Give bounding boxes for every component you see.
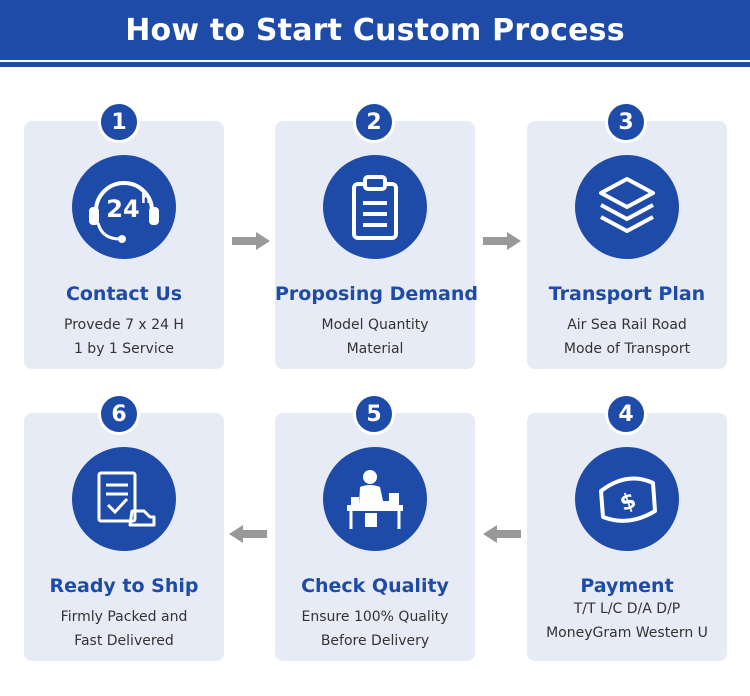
- step-line-2: 1 by 1 Service: [73, 341, 175, 357]
- page-title: How to Start Custom Process: [125, 12, 625, 48]
- step-title: Payment: [580, 575, 674, 597]
- arrow-left-icon: [483, 525, 521, 543]
- step-title: Transport Plan: [548, 283, 706, 305]
- headset-24h-icon: 24 h: [72, 155, 176, 259]
- step-line-2: Before Delivery: [320, 633, 430, 649]
- money-bill-icon: $: [575, 447, 679, 551]
- step-line-1: Ensure 100% Quality: [301, 609, 449, 625]
- step-title: Proposing Demand: [275, 283, 478, 305]
- step-number-badge-4: 4: [605, 393, 647, 435]
- shipping-document-icon: [72, 447, 176, 551]
- step-title: Contact Us: [65, 283, 183, 305]
- step-card-3: Transport Plan Air Sea Rail Road Mode of…: [527, 121, 727, 369]
- svg-text:$: $: [617, 488, 640, 517]
- step-line-2: MoneyGram Western U: [546, 625, 708, 641]
- step-line-2: Fast Delivered: [74, 633, 174, 649]
- header-banner: How to Start Custom Process: [0, 0, 750, 60]
- step-line-1: Firmly Packed and: [60, 609, 188, 625]
- layers-icon: [575, 155, 679, 259]
- step-line-1: Provede 7 x 24 H: [64, 317, 184, 333]
- step-number-badge-6: 6: [98, 393, 140, 435]
- step-title: Ready to Ship: [49, 575, 199, 597]
- step-number-badge-2: 2: [353, 101, 395, 143]
- step-number-badge-1: 1: [98, 101, 140, 143]
- step-card-1: 24 h Contact Us Provede 7 x 24 H 1 by 1 …: [24, 121, 224, 369]
- step-card-2: Proposing Demand Model Quantity Material: [275, 121, 478, 369]
- step-line-2: Material: [346, 341, 404, 357]
- step-card-6: Ready to Ship Firmly Packed and Fast Del…: [24, 413, 224, 661]
- icon-h-text: h: [141, 191, 151, 207]
- arrow-left-icon: [229, 525, 267, 543]
- arrow-right-icon: [483, 232, 521, 250]
- step-title: Check Quality: [301, 575, 449, 597]
- clipboard-icon: [323, 155, 427, 259]
- step-number-badge-5: 5: [353, 393, 395, 435]
- step-line-1: Model Quantity: [321, 317, 429, 333]
- step-number-badge-3: 3: [605, 101, 647, 143]
- step-line-1: Air Sea Rail Road: [567, 317, 687, 333]
- header-divider: [0, 62, 750, 67]
- arrow-right-icon: [232, 232, 270, 250]
- step-card-5: Check Quality Ensure 100% Quality Before…: [275, 413, 475, 661]
- step-card-4: $ Payment T/T L/C D/A D/P MoneyGram West…: [527, 413, 727, 661]
- icon-24-text: 24: [106, 195, 139, 223]
- inspection-worker-icon: [323, 447, 427, 551]
- step-line-1: T/T L/C D/A D/P: [573, 601, 681, 617]
- step-line-2: Mode of Transport: [563, 341, 691, 357]
